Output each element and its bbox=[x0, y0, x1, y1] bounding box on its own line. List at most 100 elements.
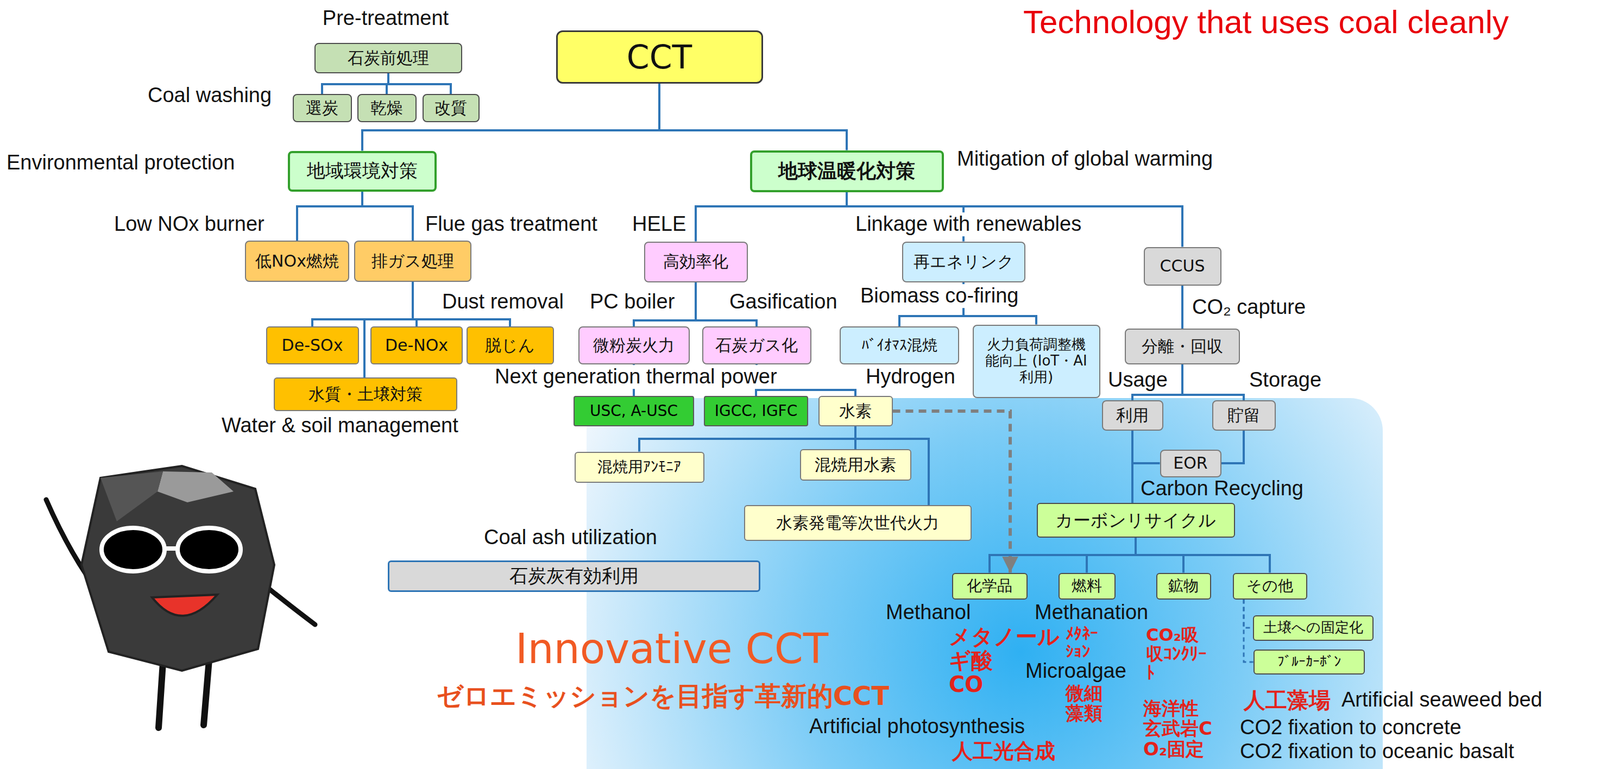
connector bbox=[362, 191, 413, 242]
mascot-highlight bbox=[157, 471, 234, 503]
annotation-label: Storage bbox=[1249, 368, 1322, 393]
box-text: 微粉炭火力 bbox=[593, 336, 675, 356]
mascot-leg bbox=[158, 662, 163, 728]
process-box: 地域環境対策 bbox=[287, 150, 437, 192]
process-box: 水素 bbox=[818, 395, 893, 427]
process-box: De-SOx bbox=[266, 326, 359, 365]
process-box: その他 bbox=[1232, 572, 1308, 600]
title-text: Technology that uses coal cleanly bbox=[1023, 3, 1509, 41]
connector bbox=[695, 192, 847, 242]
process-box: 再エネリンク bbox=[902, 241, 1026, 283]
annotation-label: Low NOx burner bbox=[114, 212, 265, 237]
box-text: 水素発電等次世代火力 bbox=[776, 513, 940, 533]
annotation-label: Pre-treatment bbox=[322, 6, 449, 31]
box-text: 低NOx燃焼 bbox=[255, 252, 339, 272]
connector bbox=[639, 426, 856, 452]
box-text: 地球温暖化対策 bbox=[778, 159, 916, 182]
process-box: 混焼用ｱﾝﾓﾆｱ bbox=[574, 451, 705, 483]
connector bbox=[1132, 430, 1161, 464]
annotation-label: Flue gas treatment bbox=[425, 212, 598, 237]
process-box: 排ガス処理 bbox=[354, 240, 472, 282]
annotation-label: Linkage with renewables bbox=[853, 212, 1084, 237]
process-box: 選炭 bbox=[292, 93, 352, 123]
box-text: 選炭 bbox=[305, 98, 339, 118]
annotation-label: 海洋性玄武岩CO₂固定 bbox=[1143, 698, 1214, 760]
box-text: 再エネリンク bbox=[913, 252, 1014, 272]
connector bbox=[388, 73, 451, 94]
process-box: 改質 bbox=[422, 93, 480, 123]
annotation-label: Dust removal bbox=[442, 290, 564, 314]
annotation-label: Methanation bbox=[1034, 600, 1149, 625]
box-text: 改質 bbox=[434, 98, 468, 118]
annotation-label: HELE bbox=[630, 212, 689, 237]
process-box: 石炭灰有効利用 bbox=[387, 560, 761, 592]
box-text: De-NOx bbox=[385, 336, 449, 356]
mascot-leg bbox=[203, 659, 210, 726]
connector bbox=[1181, 285, 1184, 330]
box-text: 分離・回収 bbox=[1141, 337, 1224, 357]
process-box: 低NOx燃焼 bbox=[244, 240, 350, 282]
process-box: 鉱物 bbox=[1156, 572, 1212, 600]
annotation-label: CO bbox=[948, 671, 984, 697]
process-box: 貯留 bbox=[1212, 400, 1276, 431]
box-text: USC, A-USC bbox=[589, 402, 678, 420]
annotation-label: Innovative CCT bbox=[515, 625, 829, 673]
box-text: CCT bbox=[626, 38, 692, 77]
box-text: De-SOx bbox=[281, 336, 344, 356]
box-text: 地域環境対策 bbox=[306, 160, 418, 182]
box-text: CCUS bbox=[1160, 256, 1206, 276]
process-box: 燃料 bbox=[1058, 572, 1116, 600]
process-box: 水質・土壌対策 bbox=[273, 377, 458, 412]
annotation-label: Mitigation of global warming bbox=[956, 147, 1213, 172]
connector bbox=[1182, 364, 1244, 401]
annotation-label: 人工光合成 bbox=[952, 739, 1056, 764]
process-box: カーボンリサイクル bbox=[1036, 502, 1236, 538]
process-box: 石炭ガス化 bbox=[702, 326, 812, 365]
box-text: IGCC, IGFC bbox=[714, 402, 798, 420]
annotation-label: Coal washing bbox=[147, 83, 272, 108]
process-box: ﾌﾞﾙｰｶｰﾎﾞﾝ bbox=[1253, 649, 1365, 675]
mascot-arm bbox=[266, 586, 316, 625]
process-box: 石炭前処理 bbox=[314, 42, 463, 74]
box-text: 石炭ガス化 bbox=[715, 336, 798, 356]
annotation-label: 人工藻場 bbox=[1243, 687, 1331, 713]
box-text: 鉱物 bbox=[1168, 577, 1199, 595]
box-text: 石炭前処理 bbox=[347, 48, 430, 68]
annotation-label: 微細藻類 bbox=[1065, 683, 1107, 724]
mascot-smile bbox=[152, 594, 218, 616]
connector bbox=[1086, 537, 1136, 573]
mascot-sunglasses-bridge bbox=[164, 546, 178, 551]
connector bbox=[892, 411, 1011, 573]
annotation-label: Environmental protection bbox=[6, 150, 235, 175]
process-box: De-NOx bbox=[370, 326, 463, 365]
annotation-label: CO2 fixation to concrete bbox=[1239, 715, 1462, 740]
annotation-label: CO₂ capture bbox=[1192, 295, 1306, 320]
connector bbox=[659, 83, 847, 151]
annotation-label: Next generation thermal power bbox=[492, 364, 780, 389]
annotation-label: ギ酸 bbox=[948, 647, 993, 673]
box-text: 火力負荷調整機 能向上 (IoT・AI利用) bbox=[982, 336, 1091, 386]
process-box: USC, A-USC bbox=[573, 395, 695, 427]
process-box: 脱じん bbox=[466, 326, 554, 365]
process-box: 水素発電等次世代火力 bbox=[744, 505, 972, 541]
box-text: 水質・土壌対策 bbox=[308, 385, 423, 405]
box-text: 水素 bbox=[839, 401, 872, 421]
mascot-sunglasses bbox=[101, 527, 165, 572]
mascot-facet bbox=[100, 471, 163, 522]
box-text: EOR bbox=[1173, 454, 1208, 474]
box-text: ﾌﾞﾙｰｶｰﾎﾞﾝ bbox=[1277, 653, 1341, 671]
box-text: 貯留 bbox=[1227, 406, 1261, 426]
connector bbox=[846, 192, 1183, 248]
box-text: 混焼用ｱﾝﾓﾆｱ bbox=[597, 458, 682, 476]
process-box: 地球温暖化対策 bbox=[750, 150, 944, 193]
box-text: カーボンリサイクル bbox=[1055, 510, 1217, 531]
process-box: 微粉炭火力 bbox=[578, 326, 690, 365]
process-box: 土壌への固定化 bbox=[1252, 615, 1374, 641]
process-box: IGCC, IGFC bbox=[703, 395, 809, 427]
annotation-label: Usage bbox=[1107, 368, 1168, 393]
box-text: 燃料 bbox=[1071, 577, 1102, 595]
annotation-label: PC boiler bbox=[589, 290, 675, 314]
annotation-label: Hydrogen bbox=[863, 364, 958, 389]
annotation-label: Artificial photosynthesis bbox=[809, 714, 1025, 739]
